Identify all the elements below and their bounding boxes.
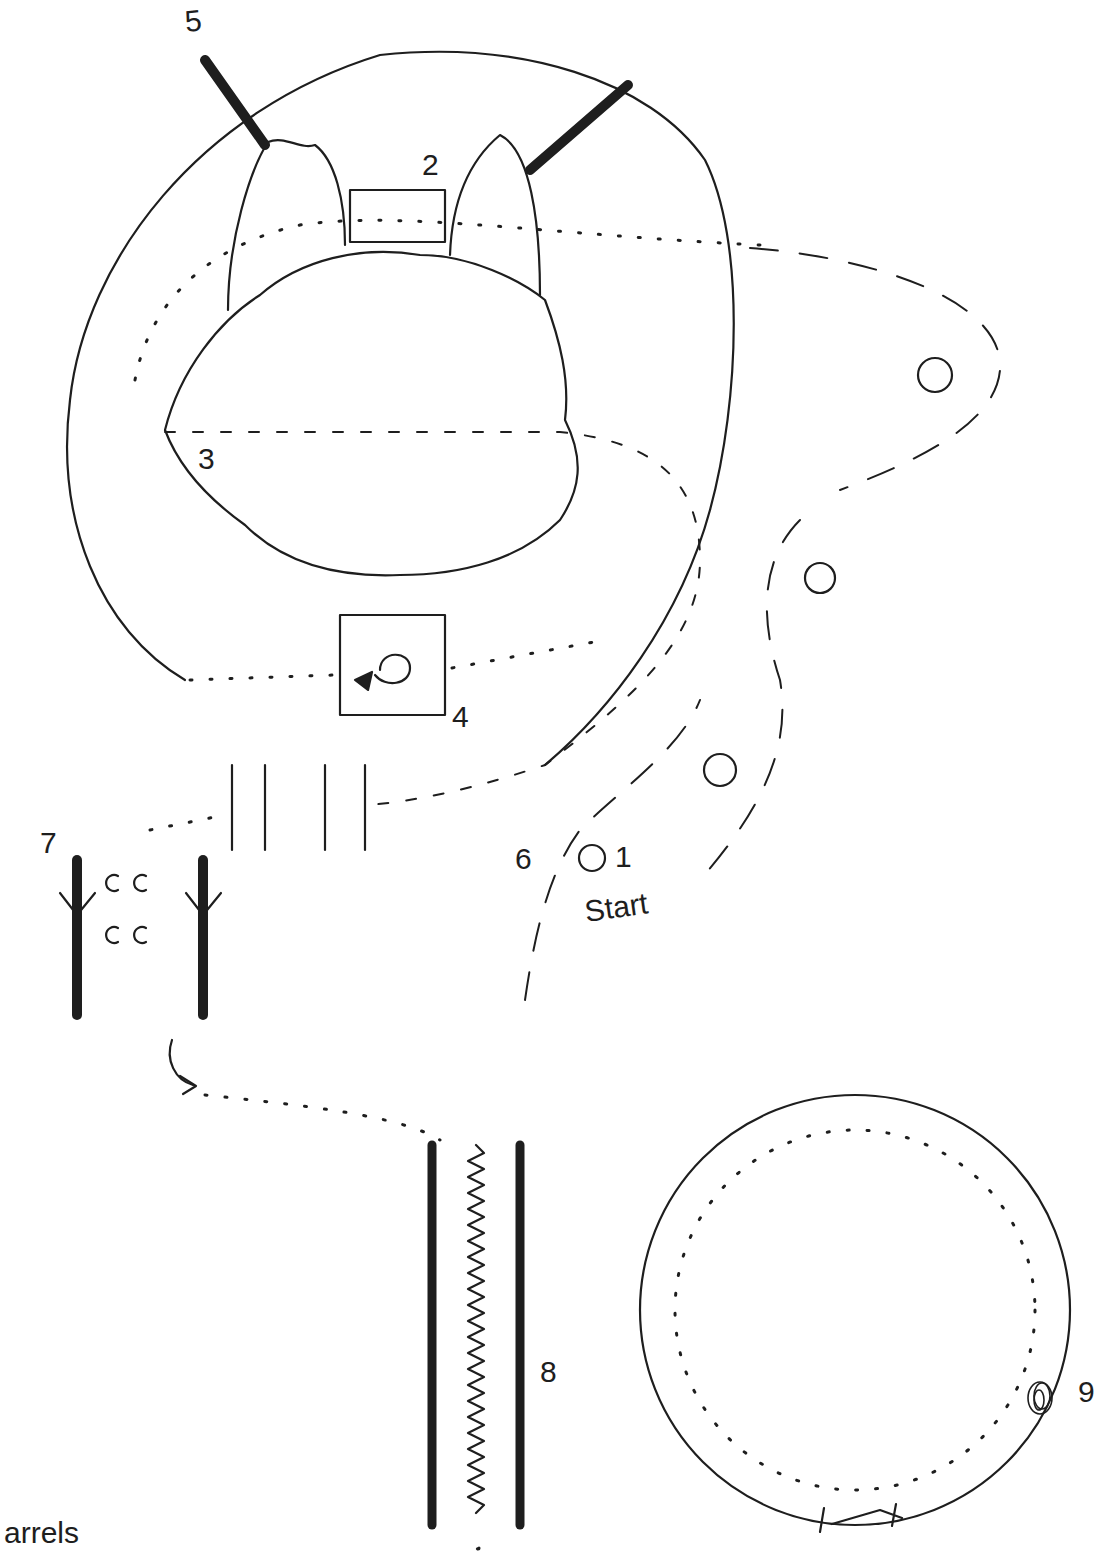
spiral [375,655,410,683]
lane-line [750,248,1000,490]
route-dashes [165,432,700,805]
callout-number: 2 [422,148,439,183]
wavy-line [468,1145,484,1513]
callout-number: 3 [198,442,215,477]
callout-number: 4 [452,700,469,735]
barrel-circle [805,563,835,593]
callout-number: 1 [615,840,632,875]
rail-bar [530,85,628,170]
c-mark [106,875,118,891]
callout-number: 8 [540,1355,557,1390]
rail-bar [198,860,208,1015]
callout-number: 5 [183,3,203,39]
spin-marker [355,672,372,690]
callout-number: 6 [515,842,532,877]
outer-loop [67,52,734,765]
arrow-head [180,1076,196,1094]
route-dots [452,640,605,668]
barrels-label: arrels [4,1516,79,1551]
barrel-circle [704,754,736,786]
arena-circle [640,1095,1070,1525]
barrel-circle [579,845,605,871]
spin-box [340,615,445,715]
route-dot [477,1547,479,1549]
c-mark [134,927,146,943]
lane-line [700,520,800,880]
route-dots [205,1095,440,1140]
route-dots [675,1130,1035,1490]
barrel-circle [918,358,952,392]
c-mark [134,875,146,891]
rail-bar [72,860,82,1015]
route-dots [190,675,335,680]
rail-bar [205,60,265,145]
start-label: Start [583,886,651,929]
rail-bar [428,1145,437,1525]
callout-number: 9 [1078,1375,1095,1410]
route-dots [150,815,225,830]
pole-line [324,765,326,850]
central-blob [165,252,578,575]
direction-arrow [170,1040,193,1085]
lane-line [525,700,700,1000]
pole-line [364,765,366,850]
pole-line [231,765,233,850]
route-dots [135,220,760,380]
callout-number: 7 [40,826,57,861]
scribble [1028,1382,1052,1414]
rail-bar [516,1145,525,1525]
box-obstacle [350,190,445,242]
gate [820,1504,902,1532]
pole-line [264,765,266,850]
c-mark [106,927,118,943]
